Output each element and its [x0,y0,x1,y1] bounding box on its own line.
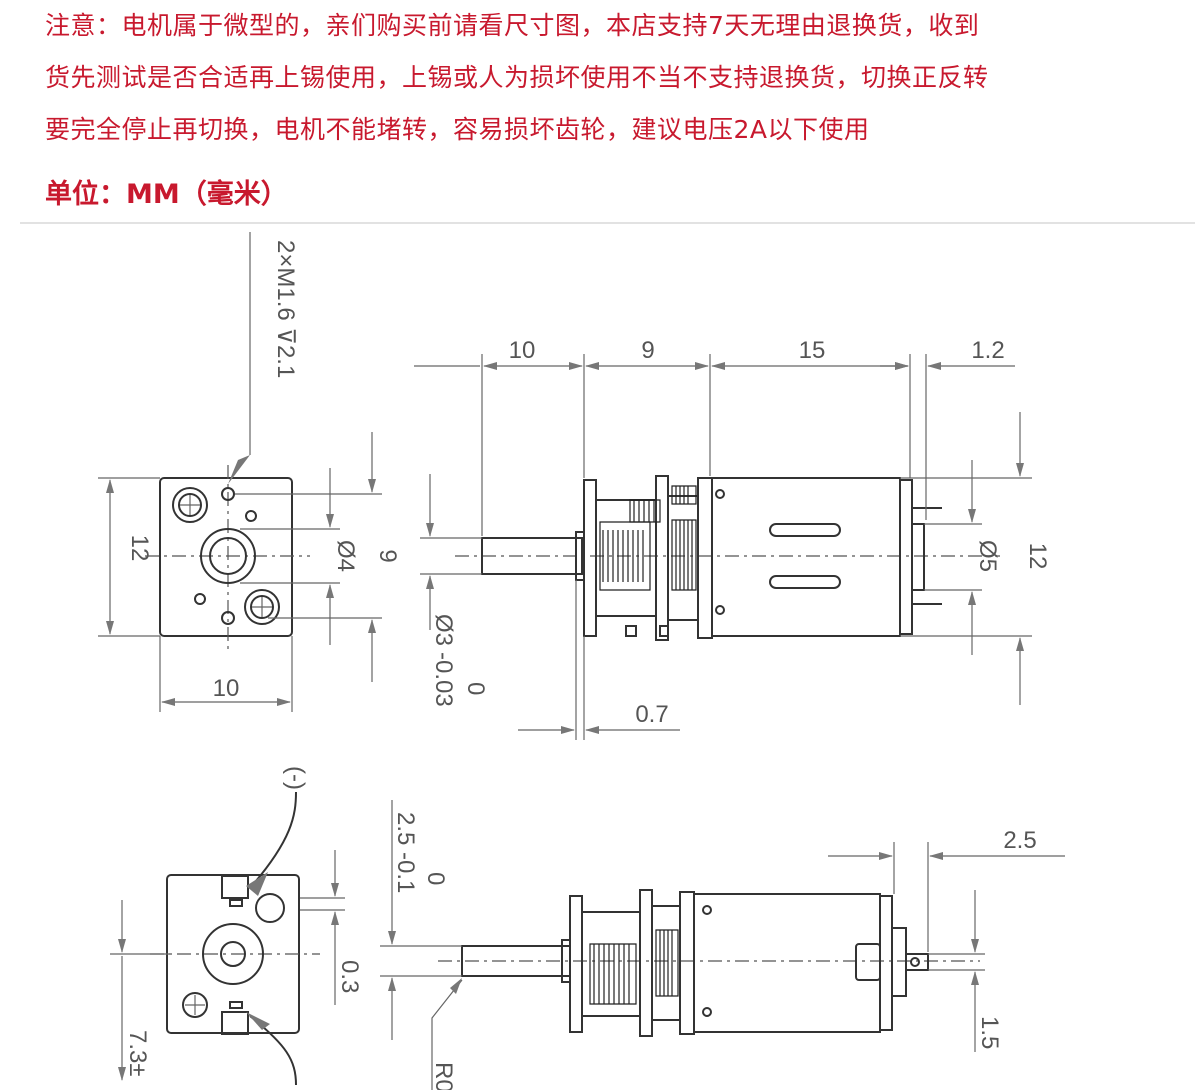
end-boss-label: Ø5 [974,540,1001,572]
bottom-end-cap [879,895,893,1031]
bottom-side-view: 2.5 1.5 2.5 -0.1 0 R0 [380,800,1065,1090]
end-cap-label: 1.2 [971,337,1004,364]
gear-train [599,485,697,637]
gearbox-length-label: 9 [641,337,654,364]
notice-line-3: 要完全停止再切换，电机不能堵转，容易损坏齿轮，建议电压2A以下使用 [45,115,870,144]
side-height-label: 12 [1024,543,1051,570]
small-hole-right [245,510,257,522]
output-shaft [481,537,583,575]
flat-tolerance-upper: 0 [422,872,449,885]
screw-hole-bottom-right [244,589,280,625]
notice-line-2: 货先测试是否合适再上锡使用，上锡或人为损坏使用不当不支持退换货，切换正反转 [45,63,989,92]
end-cap [899,479,913,635]
minus-terminal-label: (-) [282,766,309,790]
motor-length-label: 15 [799,337,826,364]
bottom-gear-train [589,929,679,1005]
bottom-mount-hole [255,893,285,923]
bottom-terminal-tab [905,953,929,971]
front-view: 2×M1.6 ⊽2.1 12 10 Ø4 9 [98,232,401,712]
screw-hole-top-left [172,487,208,523]
terminal-length-label: 2.5 [1003,827,1036,854]
front-hole-spacing-label: 9 [374,549,401,562]
flat-tolerance-lower: -0.1 [392,852,419,893]
shaft-hub [200,528,256,584]
terminal-plus [221,1011,249,1035]
bottom-terminal-block [855,943,881,981]
motor-slot-bottom [769,575,841,589]
flat-tolerance-nominal: 2.5 [392,812,419,845]
front-shaft-label: Ø4 [332,540,359,572]
side-shaft-tol-upper: 0 [462,682,489,695]
notice-line-1: 注意：电机属于微型的，亲们购买前请看尺寸图，本店支持7天无理由退换货，收到 [45,11,980,40]
shaft-length-label: 10 [509,337,536,364]
terminal-minus [221,875,249,899]
bottom-rear-flange [679,891,695,1035]
screw-callout-label: 2×M1.6 ⊽2.1 [272,240,299,378]
unit-label: 单位：MM（毫米） [45,179,288,210]
notice-text: 注意：电机属于微型的，亲们购买前请看尺寸图，本店支持7天无理由退换货，收到 货先… [45,0,1175,156]
bottom-motor-can [693,893,881,1033]
minus-terminal-leader [249,791,297,889]
screw-callout-arrow [228,455,250,484]
terminal-offset-label: 1.5 [976,1016,1003,1049]
rear-flange [697,477,713,639]
front-flange [583,479,597,637]
bottom-middle-flange [639,889,653,1037]
radius-label: R0 [430,1062,457,1090]
divider [20,222,1195,224]
flat-offset-label: 0.3 [336,960,363,993]
bottom-shaft-hub [202,923,264,985]
end-boss [911,523,925,591]
front-height-label: 12 [126,535,153,562]
front-view-body [159,477,293,637]
mount-hole-bottom [221,611,235,625]
bottom-front-flange [569,895,583,1033]
side-shaft-tol-lower: -0.03 [430,652,457,707]
flange-thickness-label: 0.7 [635,701,668,728]
front-width-label: 10 [213,675,240,702]
bottom-front-view: (-) 0.3 7.3± [110,766,363,1086]
mount-hole-top [221,487,235,501]
side-shaft-diameter-label: Ø3 [430,614,457,646]
motor-slot-top [769,523,841,537]
height-partial-label: 7.3± [124,1030,151,1077]
radius-leader [431,979,463,1090]
side-view: 10 9 15 1.2 12 Ø5 Ø3 -0.03 0 0.7 [414,337,1051,740]
motor-can [711,477,901,637]
bottom-screw-hole [182,992,208,1018]
small-hole-left [194,593,206,605]
